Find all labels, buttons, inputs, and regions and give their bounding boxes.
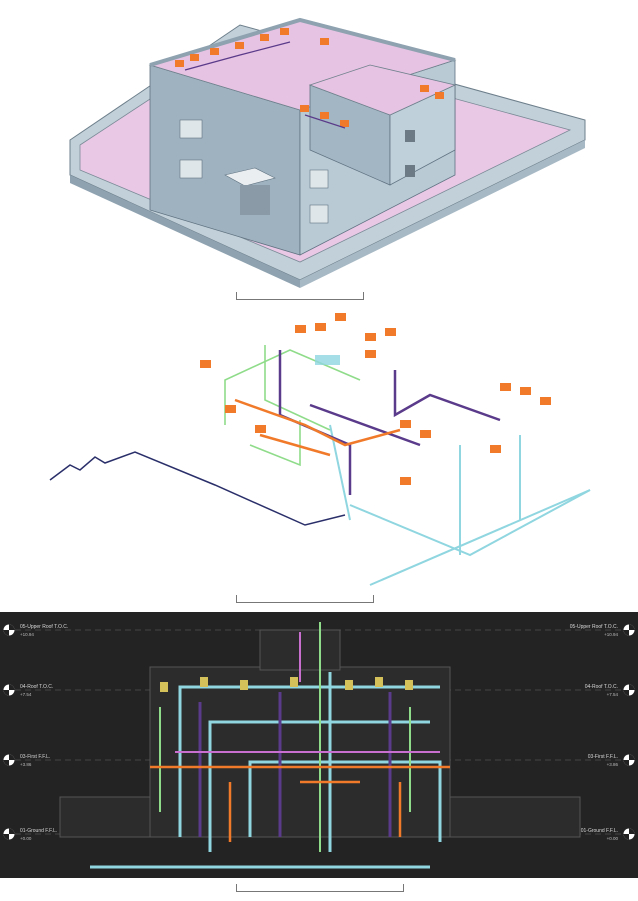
building-3d-view: [0, 0, 638, 300]
scale-bar: [236, 292, 364, 300]
section-elevation-view: 05-Upper Roof T.O.C.+10.94 04-Roof T.O.C…: [0, 612, 638, 878]
scale-bar: [236, 884, 404, 892]
level-label-03: 03-First F.F.L.+3.86: [20, 754, 51, 767]
level-marker-icon: [3, 684, 15, 696]
level-marker-icon: [623, 684, 635, 696]
level-marker-icon: [3, 754, 15, 766]
section-elevation-drawing: [15, 622, 623, 869]
level-marker-icon: [3, 828, 15, 840]
level-marker-icon: [3, 624, 15, 636]
scale-bar: [236, 595, 374, 603]
mep-isometric-drawing: [49, 313, 591, 586]
level-label-04: 04-Roof T.O.C.+7.54: [20, 684, 54, 697]
level-marker-icon: [623, 624, 635, 636]
level-label-01-right: 01-Ground F.F.L.+0.00: [580, 828, 618, 841]
level-label-01: 01-Ground F.F.L.+0.00: [20, 828, 58, 841]
mep-isometric-view: [0, 305, 638, 605]
level-label-05: 05-Upper Roof T.O.C.+10.94: [20, 624, 69, 637]
level-label-03-right: 03-First F.F.L.+3.86: [587, 754, 618, 767]
level-label-04-right: 04-Roof T.O.C.+7.54: [584, 684, 618, 697]
level-marker-icon: [623, 828, 635, 840]
building-3d-drawing: [69, 17, 586, 288]
level-marker-icon: [623, 754, 635, 766]
level-label-05-right: 05-Upper Roof T.O.C.+10.94: [569, 624, 618, 637]
